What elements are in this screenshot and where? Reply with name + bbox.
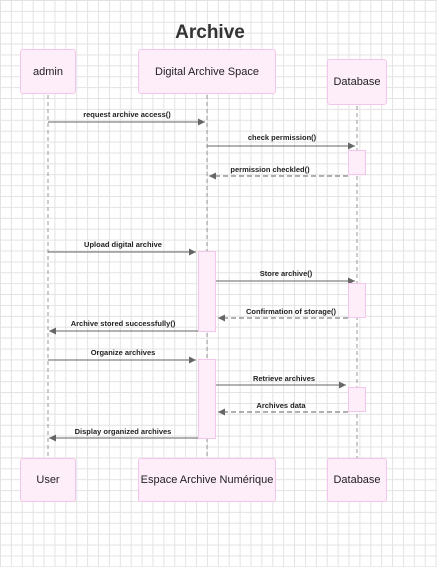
message-label: Archive stored successfully() xyxy=(70,319,176,328)
participant-admin: admin xyxy=(20,49,76,94)
activation-archive-space-1 xyxy=(198,251,216,332)
message-label: Retrieve archives xyxy=(252,374,316,383)
activation-database-2 xyxy=(348,283,366,318)
activation-database-3 xyxy=(348,387,366,412)
participant-user-label: User xyxy=(36,474,60,486)
participant-espace-archive-numerique: Espace Archive Numérique xyxy=(138,458,276,502)
diagram-title: Archive xyxy=(175,22,245,43)
participant-database-bottom: Database xyxy=(327,458,387,502)
message-label: request archive access() xyxy=(83,110,171,119)
participant-digital-archive-space: Digital Archive Space xyxy=(138,49,276,94)
participant-database-bottom-label: Database xyxy=(333,474,381,486)
message-label: Display organized archives xyxy=(74,427,172,436)
participant-digital-archive-space-label: Digital Archive Space xyxy=(155,65,259,78)
participant-espace-archive-numerique-label: Espace Archive Numérique xyxy=(140,474,274,486)
activation-archive-space-2 xyxy=(198,359,216,439)
message-label: Upload digital archive xyxy=(84,240,162,249)
participant-database-top: Database xyxy=(327,59,387,105)
message-label: permission checkled() xyxy=(230,165,310,174)
participant-admin-label: admin xyxy=(33,65,63,78)
participant-database-top-label: Database xyxy=(333,76,381,88)
message-label: Confirmation of storage() xyxy=(246,307,336,316)
message-label: Organize archives xyxy=(90,348,156,357)
activation-database-1 xyxy=(348,150,366,175)
message-label: check permission() xyxy=(247,133,317,142)
message-label: Store archive() xyxy=(259,269,313,278)
participant-user: User xyxy=(20,458,76,502)
message-label: Archives data xyxy=(256,401,306,410)
